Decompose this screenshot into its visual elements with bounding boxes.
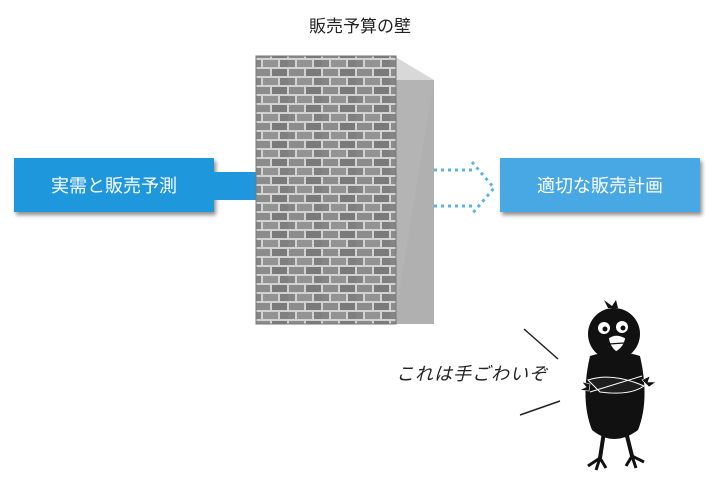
output-box-label: 適切な販売計画 xyxy=(537,176,663,197)
input-box-label: 実需と販売予測 xyxy=(51,176,177,197)
crow-character-icon xyxy=(578,300,657,471)
output-box: 適切な販売計画 xyxy=(500,158,700,212)
speech-lines-icon xyxy=(519,328,561,416)
brick-wall-icon xyxy=(255,55,434,325)
dotted-arrow-icon xyxy=(434,161,496,215)
input-box: 実需と販売予測 xyxy=(14,158,214,212)
diagram-title: 販売予算の壁 xyxy=(309,17,411,37)
speech-text: これは手ごわいぞ xyxy=(396,364,548,385)
